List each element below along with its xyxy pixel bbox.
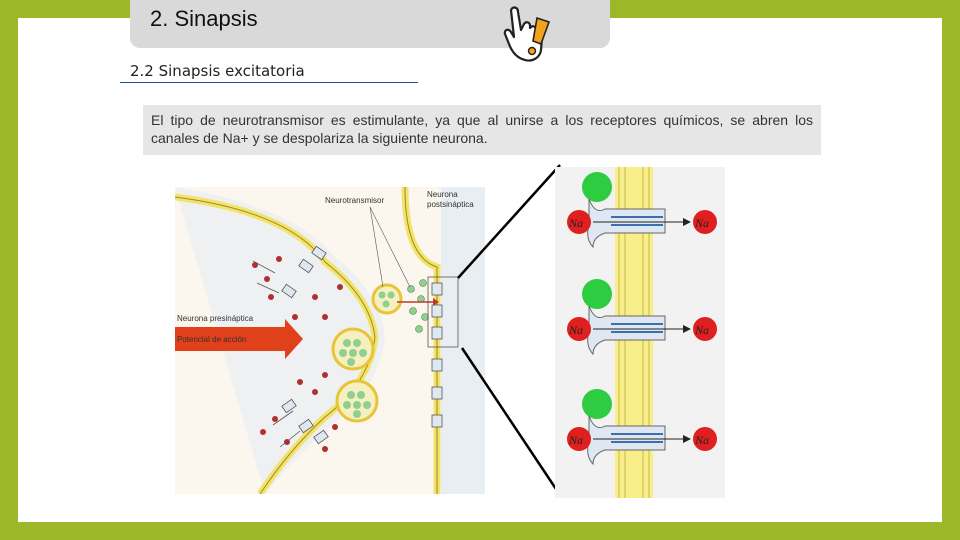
- postsynaptic-receptors: [431, 282, 443, 428]
- ion-label: Na: [694, 433, 709, 447]
- label-presynaptic: Neurona presináptica: [177, 314, 254, 323]
- fusing-vesicle: [371, 283, 403, 315]
- neurotransmitter-molecules: [407, 279, 429, 333]
- label-neurotransmitter: Neurotransmisor: [325, 196, 384, 205]
- synapse-diagram: Neurotransmisor Neurona postsináptica Ne…: [175, 187, 485, 494]
- action-potential-arrow: [175, 319, 303, 359]
- ion-label: Na: [694, 323, 709, 337]
- receptor-closeup: Na Na Na Na Na Na: [555, 167, 725, 498]
- page-title: 2. Sinapsis: [150, 6, 258, 31]
- receptor-unit: Na Na: [567, 172, 717, 249]
- description-text: El tipo de neurotransmisor es estimulant…: [151, 112, 813, 146]
- ion-label: Na: [568, 433, 583, 447]
- presynaptic-channels: [281, 245, 329, 445]
- vesicle: [335, 379, 379, 423]
- receptor-unit: Na Na: [567, 279, 717, 356]
- label-postsynaptic-1: Neurona: [427, 190, 458, 199]
- vesicle: [331, 327, 375, 371]
- ion-label: Na: [694, 216, 709, 230]
- label-postsynaptic-2: postsináptica: [427, 200, 474, 209]
- ion-label: Na: [568, 323, 583, 337]
- ion-arrows: [252, 260, 301, 448]
- section-subtitle: 2.2 Sinapsis excitatoria: [130, 62, 305, 80]
- pointing-hand-icon: [503, 6, 551, 62]
- ion-label: Na: [568, 216, 583, 230]
- subtitle-underline: [120, 82, 418, 83]
- ion-dots: [252, 256, 343, 452]
- label-action-potential: Potencial de acción: [177, 335, 246, 344]
- description-box: El tipo de neurotransmisor es estimulant…: [143, 105, 821, 155]
- receptor-unit: Na Na: [567, 389, 717, 466]
- zoom-lines: [457, 164, 562, 496]
